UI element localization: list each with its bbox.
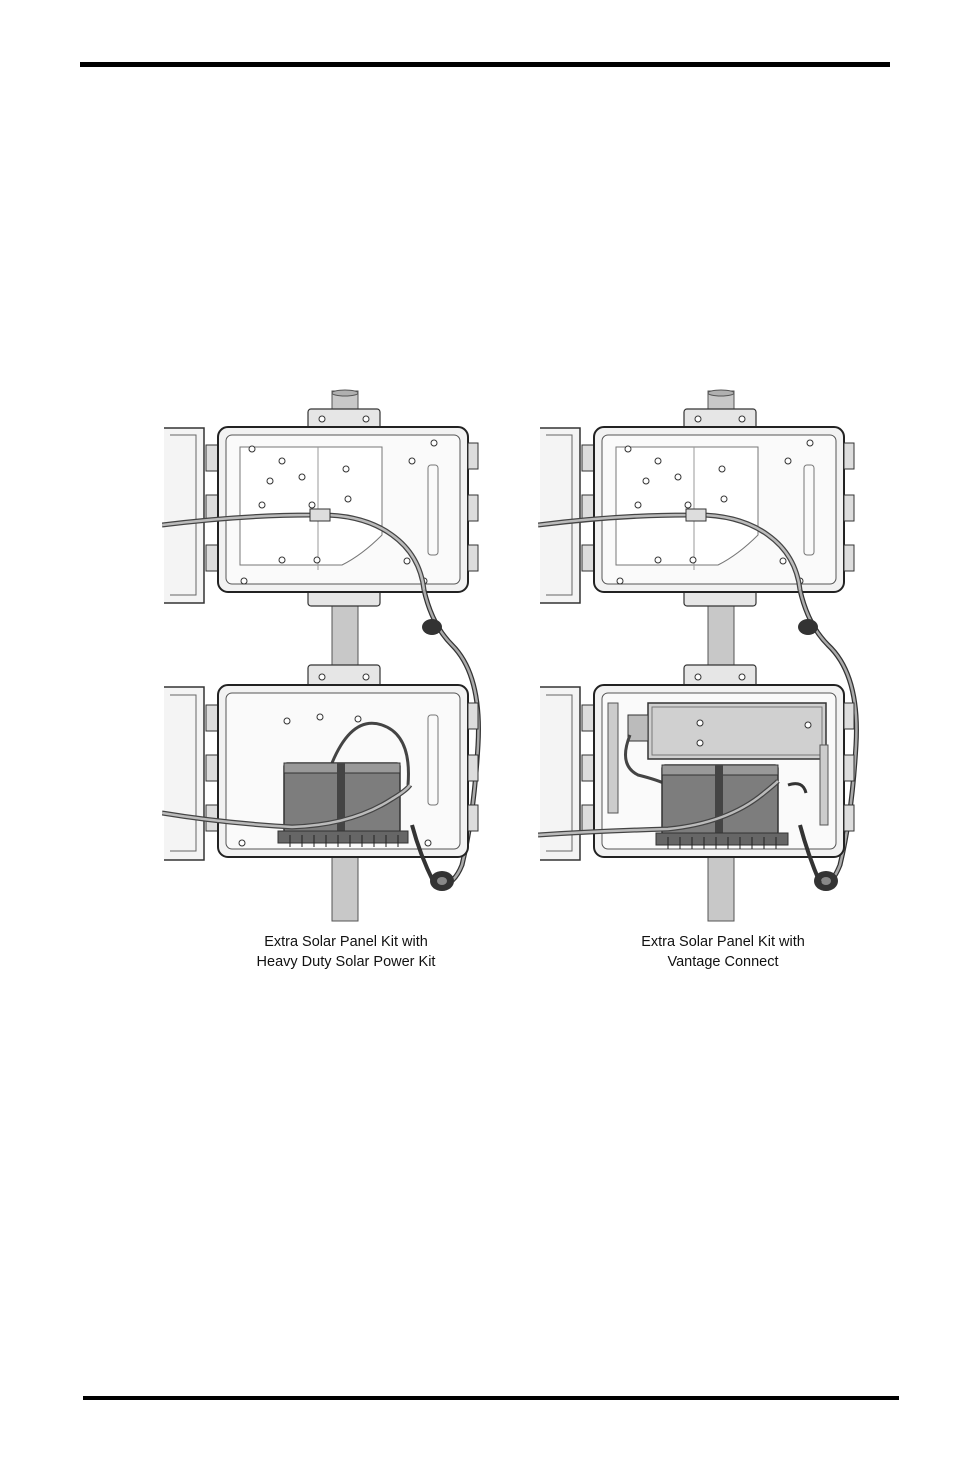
caption-line: Extra Solar Panel Kit with [641, 934, 805, 950]
top-rule [80, 62, 890, 67]
caption-heavy-duty: Extra Solar Panel Kit with Heavy Duty So… [196, 932, 496, 972]
figure-heavy-duty-illustration [162, 385, 502, 925]
caption-vantage-connect: Extra Solar Panel Kit with Vantage Conne… [573, 932, 873, 972]
figure-vantage-connect-illustration [538, 385, 878, 925]
caption-line: Vantage Connect [667, 954, 779, 970]
enclosure-diagram-right [538, 389, 859, 922]
caption-line: Heavy Duty Solar Power Kit [256, 954, 436, 970]
enclosure-diagram-left [162, 389, 481, 922]
caption-line: Extra Solar Panel Kit with [264, 934, 428, 950]
bottom-rule [83, 1396, 899, 1400]
